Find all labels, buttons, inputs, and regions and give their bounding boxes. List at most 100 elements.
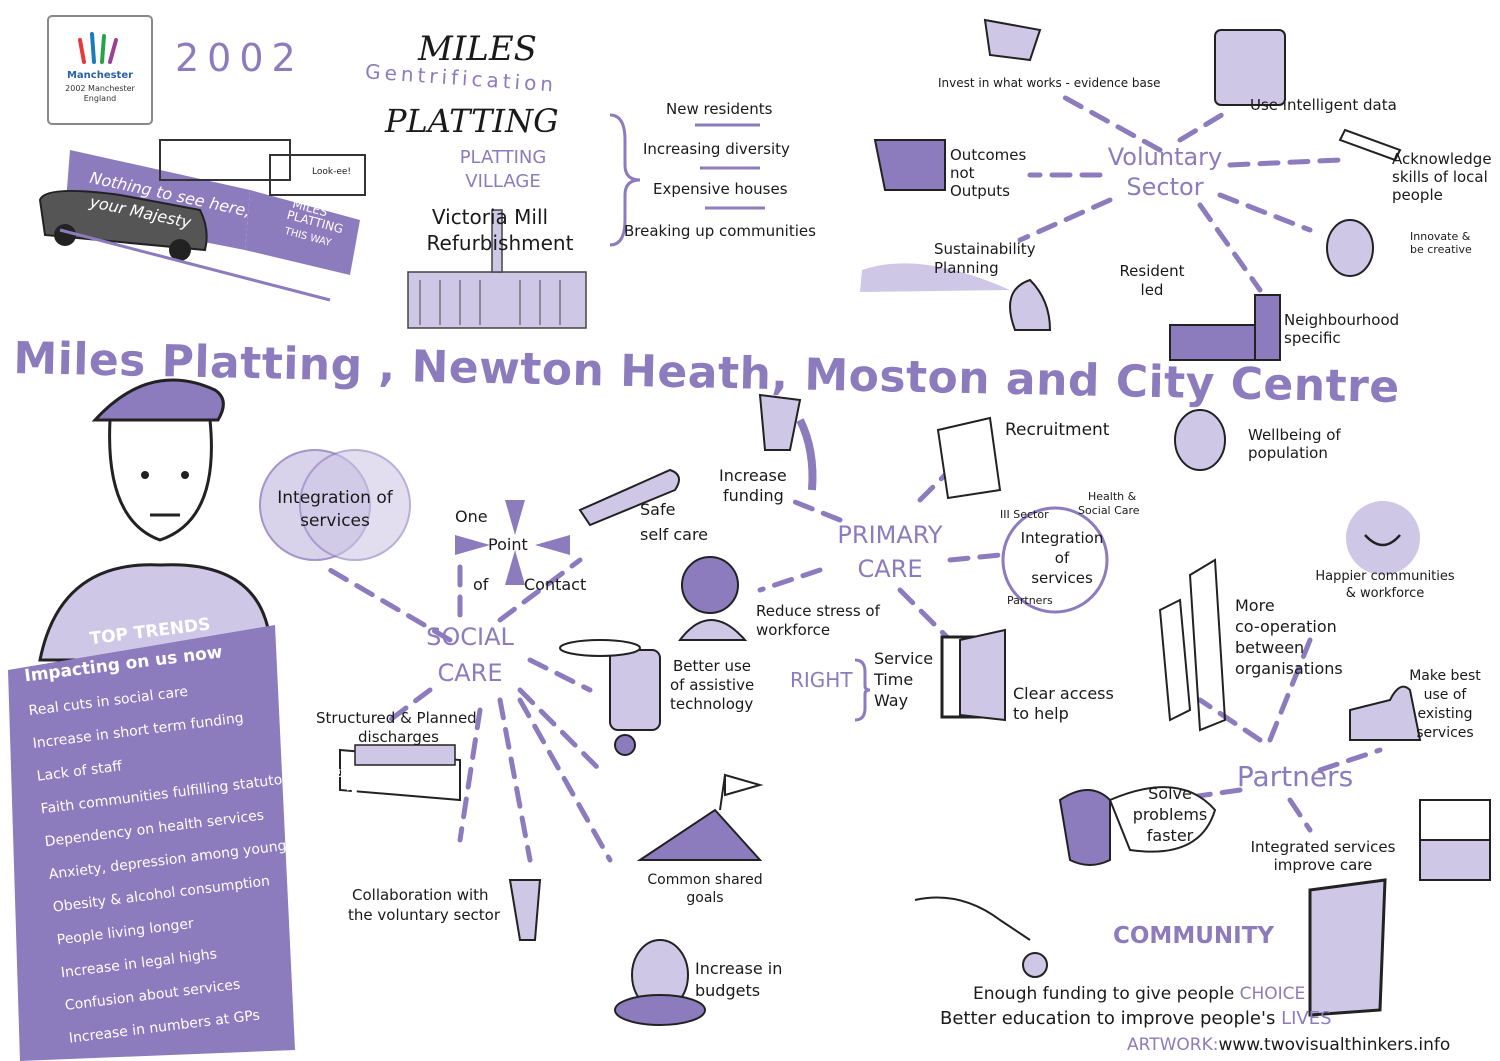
victoria-mill-line-1: Victoria Mill [431,205,549,229]
miles-heading: MILES [418,29,537,69]
community-funding-line: Enough funding to give people CHOICE [973,983,1305,1005]
artwork-url[interactable]: www.twovisualthinkers.info [1218,1035,1451,1055]
discharges-line-1: Structured & Planned [316,709,477,727]
invest-label: Invest in what works - evidence base [938,76,1161,90]
best-use-line-2: use of [1423,687,1467,703]
primary-care-title-1: PRIMARY [837,521,943,549]
pc-integration-line-1: Integration [1020,529,1104,547]
community-education-text: Better education to improve people's [940,1008,1276,1029]
service-label: Service [874,649,934,668]
resident-line-1: Resident [1119,262,1185,280]
solve-line-1: Solve [1148,784,1192,803]
one-point-point: Point [488,535,528,554]
safe-line-1: Safe [640,500,676,519]
gentrification-item-2: Increasing diversity [643,140,790,158]
integrated-line-2: improve care [1273,856,1373,874]
cooperation-line-4: organisations [1235,659,1343,678]
social-care-title-2: CARE [437,659,503,687]
integrated-line-1: Integrated services [1250,838,1396,856]
clear-access-line-2: to help [1013,704,1069,723]
victoria-mill-line-2: Refurbishment [426,231,574,255]
gentrification-item-4: Breaking up communities [624,222,816,240]
happier-line-2: & workforce [1345,586,1425,601]
artwork-label: ARTWORK: [1127,1035,1219,1055]
stress-line-1: Reduce stress of [756,602,880,620]
acknowledge-line-1: Acknowledge [1392,150,1492,168]
trend-count: 16 [304,616,346,652]
trend-count: 8 [363,943,386,978]
best-use-line-1: Make best [1409,668,1481,684]
wellbeing-line-2: population [1248,444,1328,462]
collaboration-line-2: the voluntary sector [348,906,501,924]
voluntary-title-2: Sector [1126,173,1204,201]
funding-line-2: funding [723,486,784,505]
time-label: Time [874,670,914,689]
outcomes-line-2: not [950,164,975,182]
goals-line-1: Common shared [647,872,763,888]
budgets-line-1: Increase in [695,959,783,978]
community-title: COMMUNITY [1113,923,1275,949]
community-lives-highlight: LIVES [1281,1008,1332,1029]
gentrification-item-1: New residents [666,100,773,118]
one-point-of: of [473,575,489,594]
happier-line-1: Happier communities [1315,569,1455,584]
outcomes-line-1: Outcomes [950,146,1027,164]
one-point-contact: Contact [524,575,587,594]
wellbeing-line-1: Wellbeing of [1248,426,1341,444]
cooperation-line-3: between [1235,638,1305,657]
intelligent-data-label: Use intelligent data [1250,96,1397,114]
collaboration-line-1: Collaboration with [352,886,489,904]
innovate-line-2: be creative [1410,243,1472,256]
assistive-line-3: technology [670,695,754,713]
logo-caption: 2002 Manchester England [65,84,135,103]
clear-access-line-1: Clear access [1013,684,1114,703]
acknowledge-line-2: skills of local [1392,168,1488,186]
community-education-line: Better education to improve people's LIV… [940,1007,1332,1030]
best-use-line-3: existing [1417,706,1473,722]
resident-line-2: led [1140,281,1164,299]
voluntary-title-1: Voluntary [1107,143,1223,171]
cooperation-line-1: More [1235,596,1275,615]
safe-line-2: self care [640,525,709,544]
partners-title: Partners [1236,760,1354,793]
trend-count: 11 [324,780,366,816]
logo-text: Manchester [66,70,134,81]
sustainability-line-2: Planning [934,259,999,277]
platting-village-line-2: VILLAGE [465,171,541,192]
artwork-credit: ARTWORK:www.twovisualthinkers.info [1127,1034,1450,1056]
gentrification-item-3: Expensive houses [653,180,788,198]
funding-line-1: Increase [719,466,787,485]
solve-line-3: faster [1146,826,1194,845]
community-funding-text: Enough funding to give people [973,984,1235,1004]
year-label: 2002 [175,36,304,80]
way-label: Way [874,691,909,710]
sustainability-line-1: Sustainability [934,240,1036,258]
community-choice-highlight: CHOICE [1239,984,1306,1004]
platting-heading: PLATTING [385,102,559,140]
venn-integration-line-1: Integration of [277,488,393,508]
neighbourhood-line-2: specific [1284,329,1341,347]
stress-line-2: workforce [756,621,831,639]
assistive-line-2: of assistive [670,676,755,694]
platting-village-line-1: PLATTING [459,147,547,168]
trend-count: 16 [308,649,350,685]
health-social-line-2: Social Care [1078,504,1140,517]
recruitment-label: Recruitment [1005,420,1110,440]
trend-count: 11 [328,812,370,849]
right-label: RIGHT [790,668,853,692]
primary-care-title-2: CARE [857,555,923,583]
one-point-one: One [455,507,488,526]
goals-line-2: goals [686,890,724,906]
pc-integration-line-2: of [1054,549,1070,567]
outcomes-line-3: Outputs [950,182,1010,200]
budgets-line-2: budgets [695,981,761,1000]
discharges-line-2: discharges [358,728,439,746]
iii-sector-label: III Sector [1000,508,1049,521]
partners-small-label: Partners [1007,594,1053,607]
assistive-line-1: Better use [673,657,751,675]
social-care-title-1: SOCIAL [426,623,514,651]
trend-count: 10 [332,845,374,882]
neighbourhood-line-1: Neighbourhood [1284,311,1400,329]
solve-line-2: problems [1132,805,1208,824]
